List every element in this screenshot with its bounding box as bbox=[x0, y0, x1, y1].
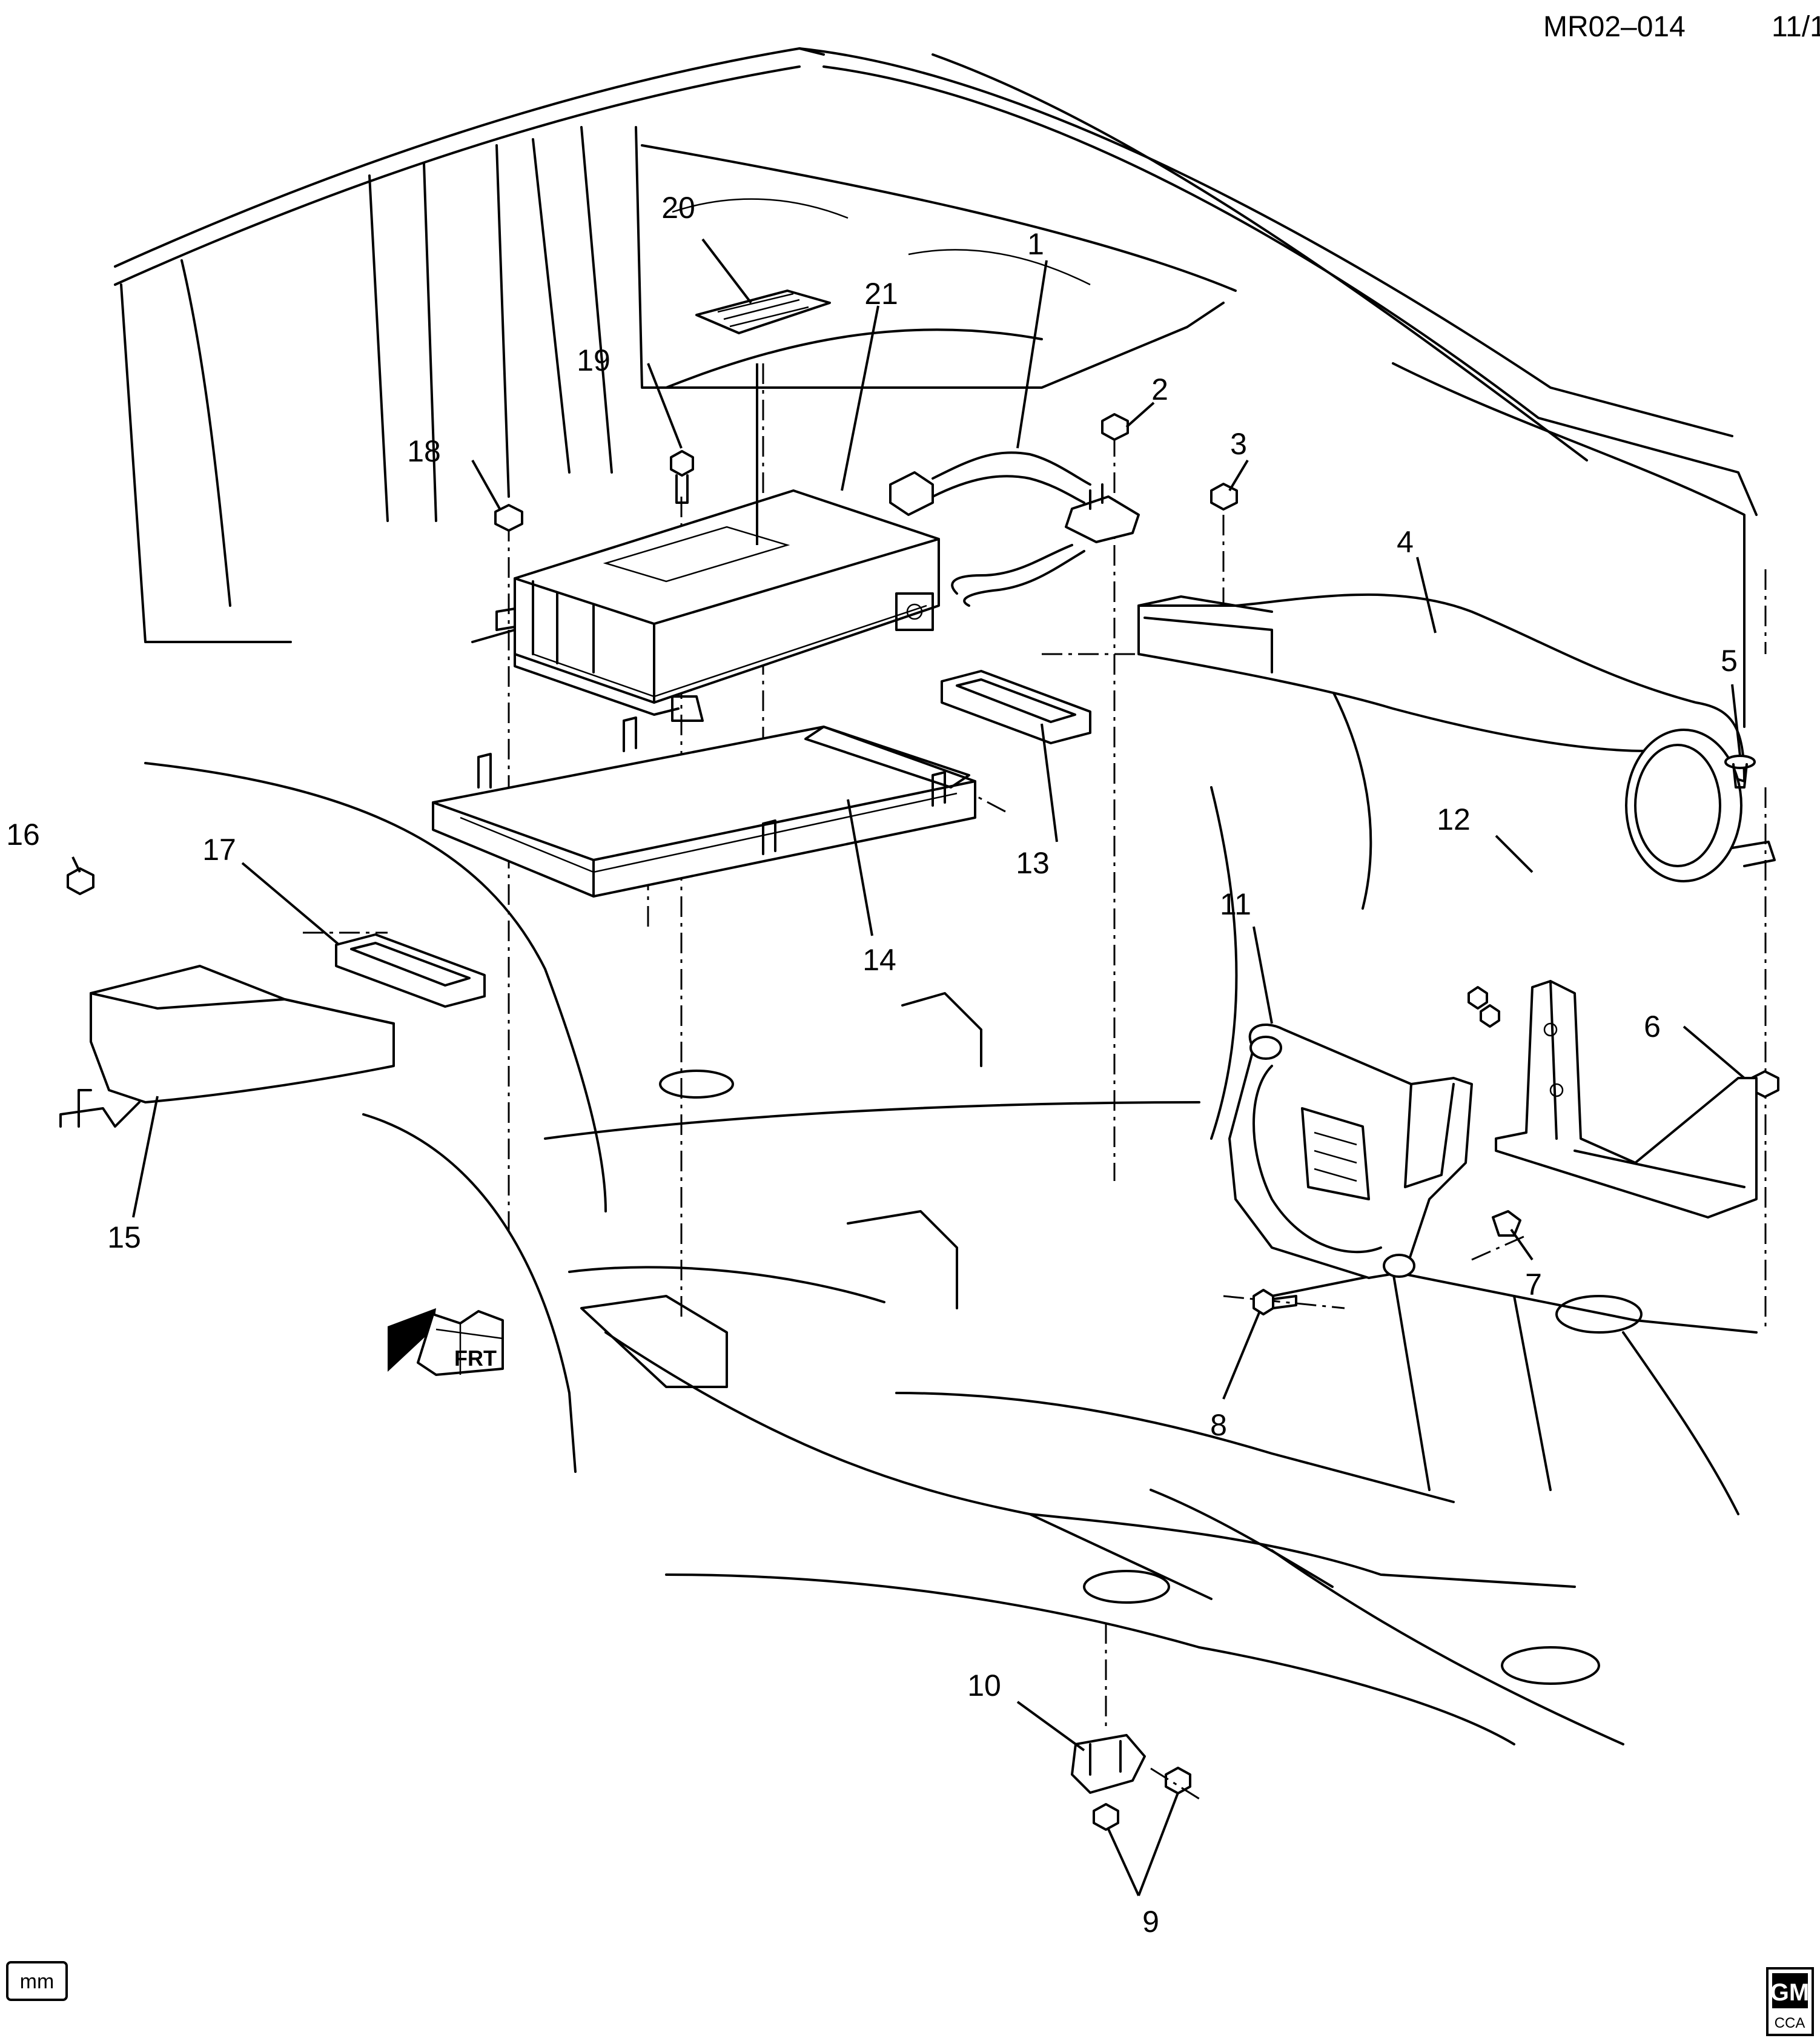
gm-logo-sub: CCA bbox=[1775, 2015, 1805, 2031]
callout-1: 1 bbox=[1027, 227, 1044, 261]
part-21-control-module bbox=[471, 489, 940, 722]
callout-15: 15 bbox=[107, 1220, 141, 1254]
part-7-clip bbox=[1492, 1210, 1521, 1237]
callout-13: 13 bbox=[1016, 846, 1050, 880]
part-11-blower-motor bbox=[1228, 1023, 1473, 1279]
diagram-date: 11/12/2013 bbox=[1772, 11, 1820, 43]
callout-17: 17 bbox=[202, 833, 236, 867]
callout-18: 18 bbox=[407, 434, 441, 468]
part-4-air-duct bbox=[1137, 593, 1776, 882]
part-9-nuts bbox=[1093, 1767, 1200, 1831]
callout-5: 5 bbox=[1721, 644, 1738, 678]
part-13-seal bbox=[941, 670, 1091, 744]
vehicle-body-outline bbox=[114, 47, 1758, 1745]
gm-logo-text: GM bbox=[1770, 1979, 1809, 2006]
part-8-screw bbox=[1252, 1289, 1297, 1315]
callout-14: 14 bbox=[862, 943, 896, 977]
callout-4: 4 bbox=[1397, 525, 1414, 559]
callout-3: 3 bbox=[1230, 427, 1247, 461]
frt-label: FRT bbox=[454, 1346, 497, 1371]
callout-9: 9 bbox=[1142, 1905, 1159, 1939]
callout-21: 21 bbox=[864, 277, 898, 311]
leader-lines bbox=[71, 238, 1746, 1896]
callout-7: 7 bbox=[1525, 1268, 1542, 1302]
unit-box: mm bbox=[6, 1961, 68, 2001]
part-10-bracket bbox=[1071, 1734, 1146, 1794]
diagram-code: MR02–014 bbox=[1543, 11, 1686, 43]
part-15-air-duct bbox=[59, 965, 395, 1128]
callout-8: 8 bbox=[1210, 1408, 1227, 1442]
callout-11: 11 bbox=[1220, 887, 1251, 921]
part-14-module-tray bbox=[432, 716, 976, 898]
callout-20: 20 bbox=[661, 191, 695, 225]
callout-6: 6 bbox=[1644, 1010, 1661, 1044]
part-17-seal bbox=[335, 933, 486, 1008]
callout-labels: 1 2 3 4 5 6 7 8 9 10 11 12 13 14 15 16 1… bbox=[6, 191, 1738, 1939]
part-20-label-pad bbox=[695, 289, 831, 334]
callout-10: 10 bbox=[967, 1669, 1001, 1702]
callout-16: 16 bbox=[6, 818, 40, 852]
part-12-bracket bbox=[1468, 980, 1758, 1219]
callout-19: 19 bbox=[577, 343, 611, 377]
front-direction-arrow: FRT bbox=[388, 1308, 504, 1376]
fastener-nuts bbox=[67, 413, 1779, 1098]
callout-12: 12 bbox=[1437, 802, 1471, 836]
part-19-bolt bbox=[670, 450, 694, 504]
part-1-wiring-harness bbox=[889, 451, 1140, 607]
gm-logo: GM CCA bbox=[1766, 1967, 1814, 2036]
callout-2: 2 bbox=[1151, 372, 1168, 406]
unit-label: mm bbox=[20, 1970, 55, 1993]
